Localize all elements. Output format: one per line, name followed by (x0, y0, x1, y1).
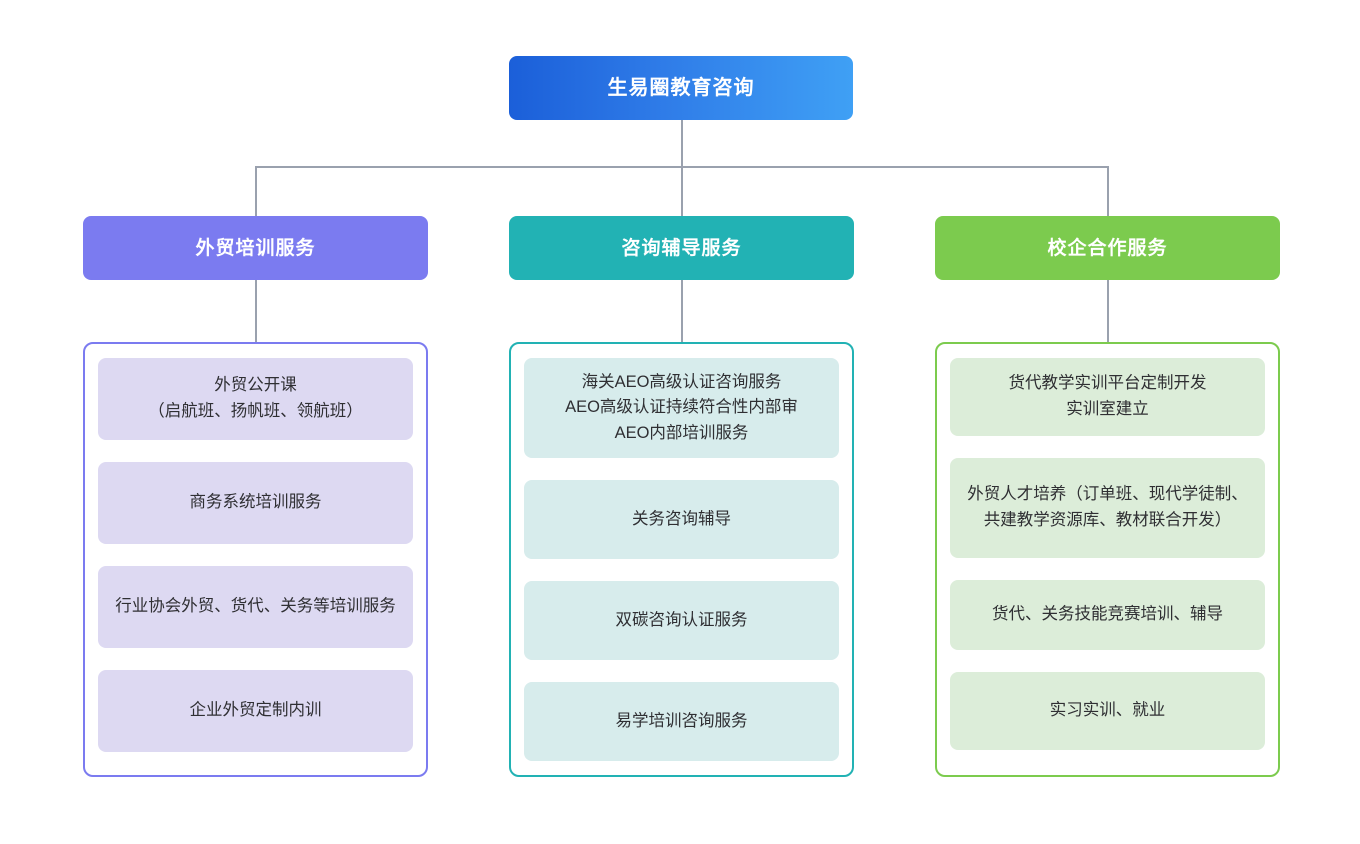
list-item[interactable]: 实习实训、就业 (950, 672, 1265, 750)
root-node[interactable]: 生易圈教育咨询 (509, 56, 853, 120)
connector-stub-branch-1 (255, 280, 257, 342)
branch-column-2: 咨询辅导服务 海关AEO高级认证咨询服务 AEO高级认证持续符合性内部审 AEO… (509, 216, 854, 777)
branch-column-1: 外贸培训服务 外贸公开课 （启航班、扬帆班、领航班） 商务系统培训服务 行业协会… (83, 216, 428, 777)
list-item[interactable]: 双碳咨询认证服务 (524, 581, 839, 660)
branch-header-1[interactable]: 外贸培训服务 (83, 216, 428, 280)
branch-header-2-label: 咨询辅导服务 (621, 237, 742, 259)
list-item[interactable]: 货代、关务技能竞赛培训、辅导 (950, 580, 1265, 650)
connector-stub-branch-2 (681, 280, 683, 342)
branch-header-1-label: 外贸培训服务 (195, 237, 316, 259)
branch-items-panel-3: 货代教学实训平台定制开发 实训室建立 外贸人才培养（订单班、现代学徒制、共建教学… (935, 342, 1280, 777)
list-item[interactable]: 海关AEO高级认证咨询服务 AEO高级认证持续符合性内部审 AEO内部培训服务 (524, 358, 839, 458)
branch-header-2[interactable]: 咨询辅导服务 (509, 216, 854, 280)
branch-header-3-label: 校企合作服务 (1047, 237, 1168, 259)
branch-items-panel-2: 海关AEO高级认证咨询服务 AEO高级认证持续符合性内部审 AEO内部培训服务 … (509, 342, 854, 777)
list-item[interactable]: 外贸人才培养（订单班、现代学徒制、共建教学资源库、教材联合开发） (950, 458, 1265, 558)
branch-header-3[interactable]: 校企合作服务 (935, 216, 1280, 280)
connector-drop-branch-1 (255, 166, 257, 217)
list-item[interactable]: 易学培训咨询服务 (524, 682, 839, 761)
connector-root-trunk (681, 120, 683, 167)
list-item[interactable]: 商务系统培训服务 (98, 462, 413, 544)
connector-drop-branch-3 (1107, 166, 1109, 217)
list-item[interactable]: 货代教学实训平台定制开发 实训室建立 (950, 358, 1265, 436)
branch-items-panel-1: 外贸公开课 （启航班、扬帆班、领航班） 商务系统培训服务 行业协会外贸、货代、关… (83, 342, 428, 777)
branch-column-3: 校企合作服务 货代教学实训平台定制开发 实训室建立 外贸人才培养（订单班、现代学… (935, 216, 1280, 777)
list-item[interactable]: 企业外贸定制内训 (98, 670, 413, 752)
list-item[interactable]: 外贸公开课 （启航班、扬帆班、领航班） (98, 358, 413, 440)
root-node-label: 生易圈教育咨询 (607, 77, 755, 99)
list-item[interactable]: 关务咨询辅导 (524, 480, 839, 559)
list-item[interactable]: 行业协会外贸、货代、关务等培训服务 (98, 566, 413, 648)
connector-drop-branch-2 (681, 166, 683, 217)
connector-stub-branch-3 (1107, 280, 1109, 342)
